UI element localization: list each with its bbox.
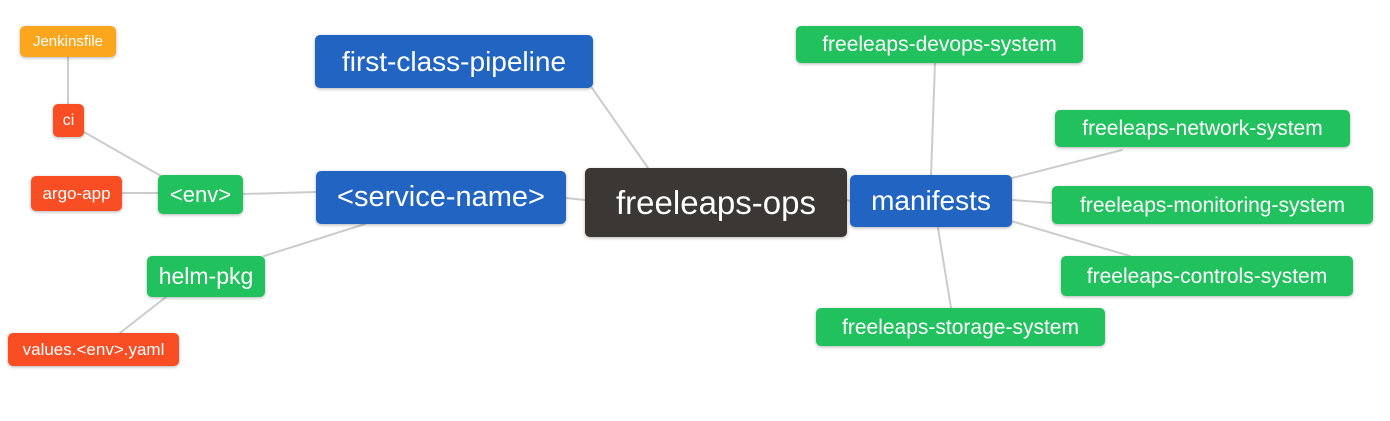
edge-manifests-to-controls-system: [1010, 220, 1131, 257]
node-helm-pkg[interactable]: helm-pkg: [147, 256, 265, 297]
node-argo-app[interactable]: argo-app: [31, 176, 122, 211]
node-service-name[interactable]: <service-name>: [316, 171, 566, 224]
node-devops-system[interactable]: freeleaps-devops-system: [796, 26, 1083, 63]
node-network-system[interactable]: freeleaps-network-system: [1055, 110, 1350, 147]
edge-manifests-to-storage-system: [937, 227, 952, 309]
edge-freeleaps-ops-to-manifests: [846, 199, 851, 202]
edge-helm-pkg-to-service-name: [263, 223, 366, 257]
node-values-env-yaml[interactable]: values.<env>.yaml: [8, 333, 179, 366]
node-manifests[interactable]: manifests: [850, 175, 1012, 227]
node-storage-system[interactable]: freeleaps-storage-system: [816, 308, 1105, 346]
node-controls-system[interactable]: freeleaps-controls-system: [1061, 256, 1353, 296]
node-env[interactable]: <env>: [158, 175, 243, 214]
edge-manifests-to-devops-system: [930, 62, 936, 176]
edge-ci-to-env: [83, 131, 162, 177]
node-ci[interactable]: ci: [53, 104, 84, 137]
edge-env-to-service-name: [242, 191, 317, 195]
edge-manifests-to-network-system: [1011, 149, 1123, 179]
node-freeleaps-ops[interactable]: freeleaps-ops: [585, 168, 847, 237]
edge-service-name-to-freeleaps-ops: [565, 197, 586, 201]
node-jenkinsfile[interactable]: Jenkinsfile: [20, 26, 116, 57]
edge-manifests-to-monitoring-system: [1012, 199, 1053, 204]
node-first-class-pipeline[interactable]: first-class-pipeline: [315, 35, 593, 88]
edge-values-env-yaml-to-helm-pkg: [119, 296, 167, 334]
node-monitoring-system[interactable]: freeleaps-monitoring-system: [1052, 186, 1373, 224]
edge-first-class-pipeline-to-freeleaps-ops: [591, 87, 649, 169]
